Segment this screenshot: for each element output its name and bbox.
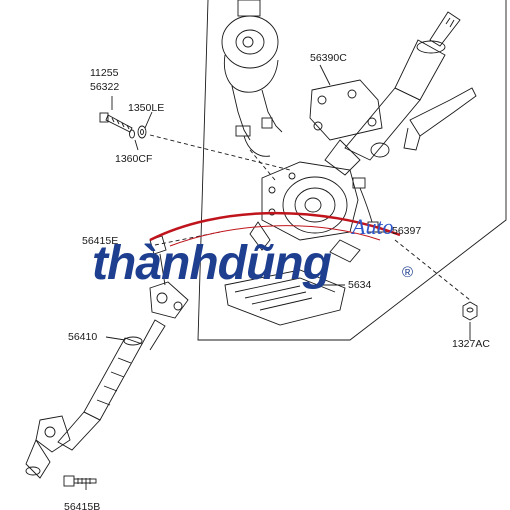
- leader-1360CF: [134, 139, 139, 151]
- label-56397: 56397: [392, 225, 422, 237]
- watermark-swoosh: [149, 211, 401, 242]
- dashed-leader-a: [149, 134, 291, 171]
- label-1360CF: 1360CF: [115, 153, 153, 165]
- washer-1350LE: [137, 125, 147, 139]
- eps-motor: [221, 0, 283, 157]
- watermark-word-2: dũng: [217, 237, 332, 290]
- watermark-swoosh-thin: [169, 225, 381, 247]
- eps-gear-housing: [249, 161, 361, 263]
- label-5634: 5634: [348, 279, 372, 291]
- label-11255: 11255: [90, 67, 119, 79]
- bolt-11255: [99, 112, 133, 133]
- label-56410: 56410: [68, 331, 98, 343]
- eps-controller: [224, 269, 346, 326]
- label-1350LE: 1350LE: [128, 102, 165, 114]
- watermark-auto-text: Auto: [352, 214, 394, 239]
- leader-56410: [105, 336, 126, 341]
- leader-56390C: [319, 64, 331, 86]
- leader-1350LE: [144, 111, 153, 129]
- intermediate-shaft: [25, 235, 189, 479]
- watermark-logo: thànhdũng: [92, 237, 332, 290]
- bolt-56415B: [63, 475, 97, 487]
- dashed-leader-d: [249, 149, 276, 181]
- assembly-frame: [197, 0, 507, 341]
- dashed-leader-b: [394, 239, 471, 301]
- label-56390C: 56390C: [310, 52, 347, 64]
- washer-1360CF: [129, 129, 135, 139]
- steering-column: [309, 11, 477, 176]
- label-56415B: 56415B: [64, 501, 101, 510]
- label-56322: 56322: [90, 81, 120, 93]
- washer-1350LE-inner: [140, 129, 144, 135]
- watermark-registered-mark: ®: [402, 264, 414, 281]
- label-56415E: 56415E: [82, 235, 119, 247]
- watermark-word-1: thành: [92, 237, 219, 290]
- label-1327AC: 1327AC: [452, 338, 490, 350]
- nut-1327AC: [462, 301, 478, 321]
